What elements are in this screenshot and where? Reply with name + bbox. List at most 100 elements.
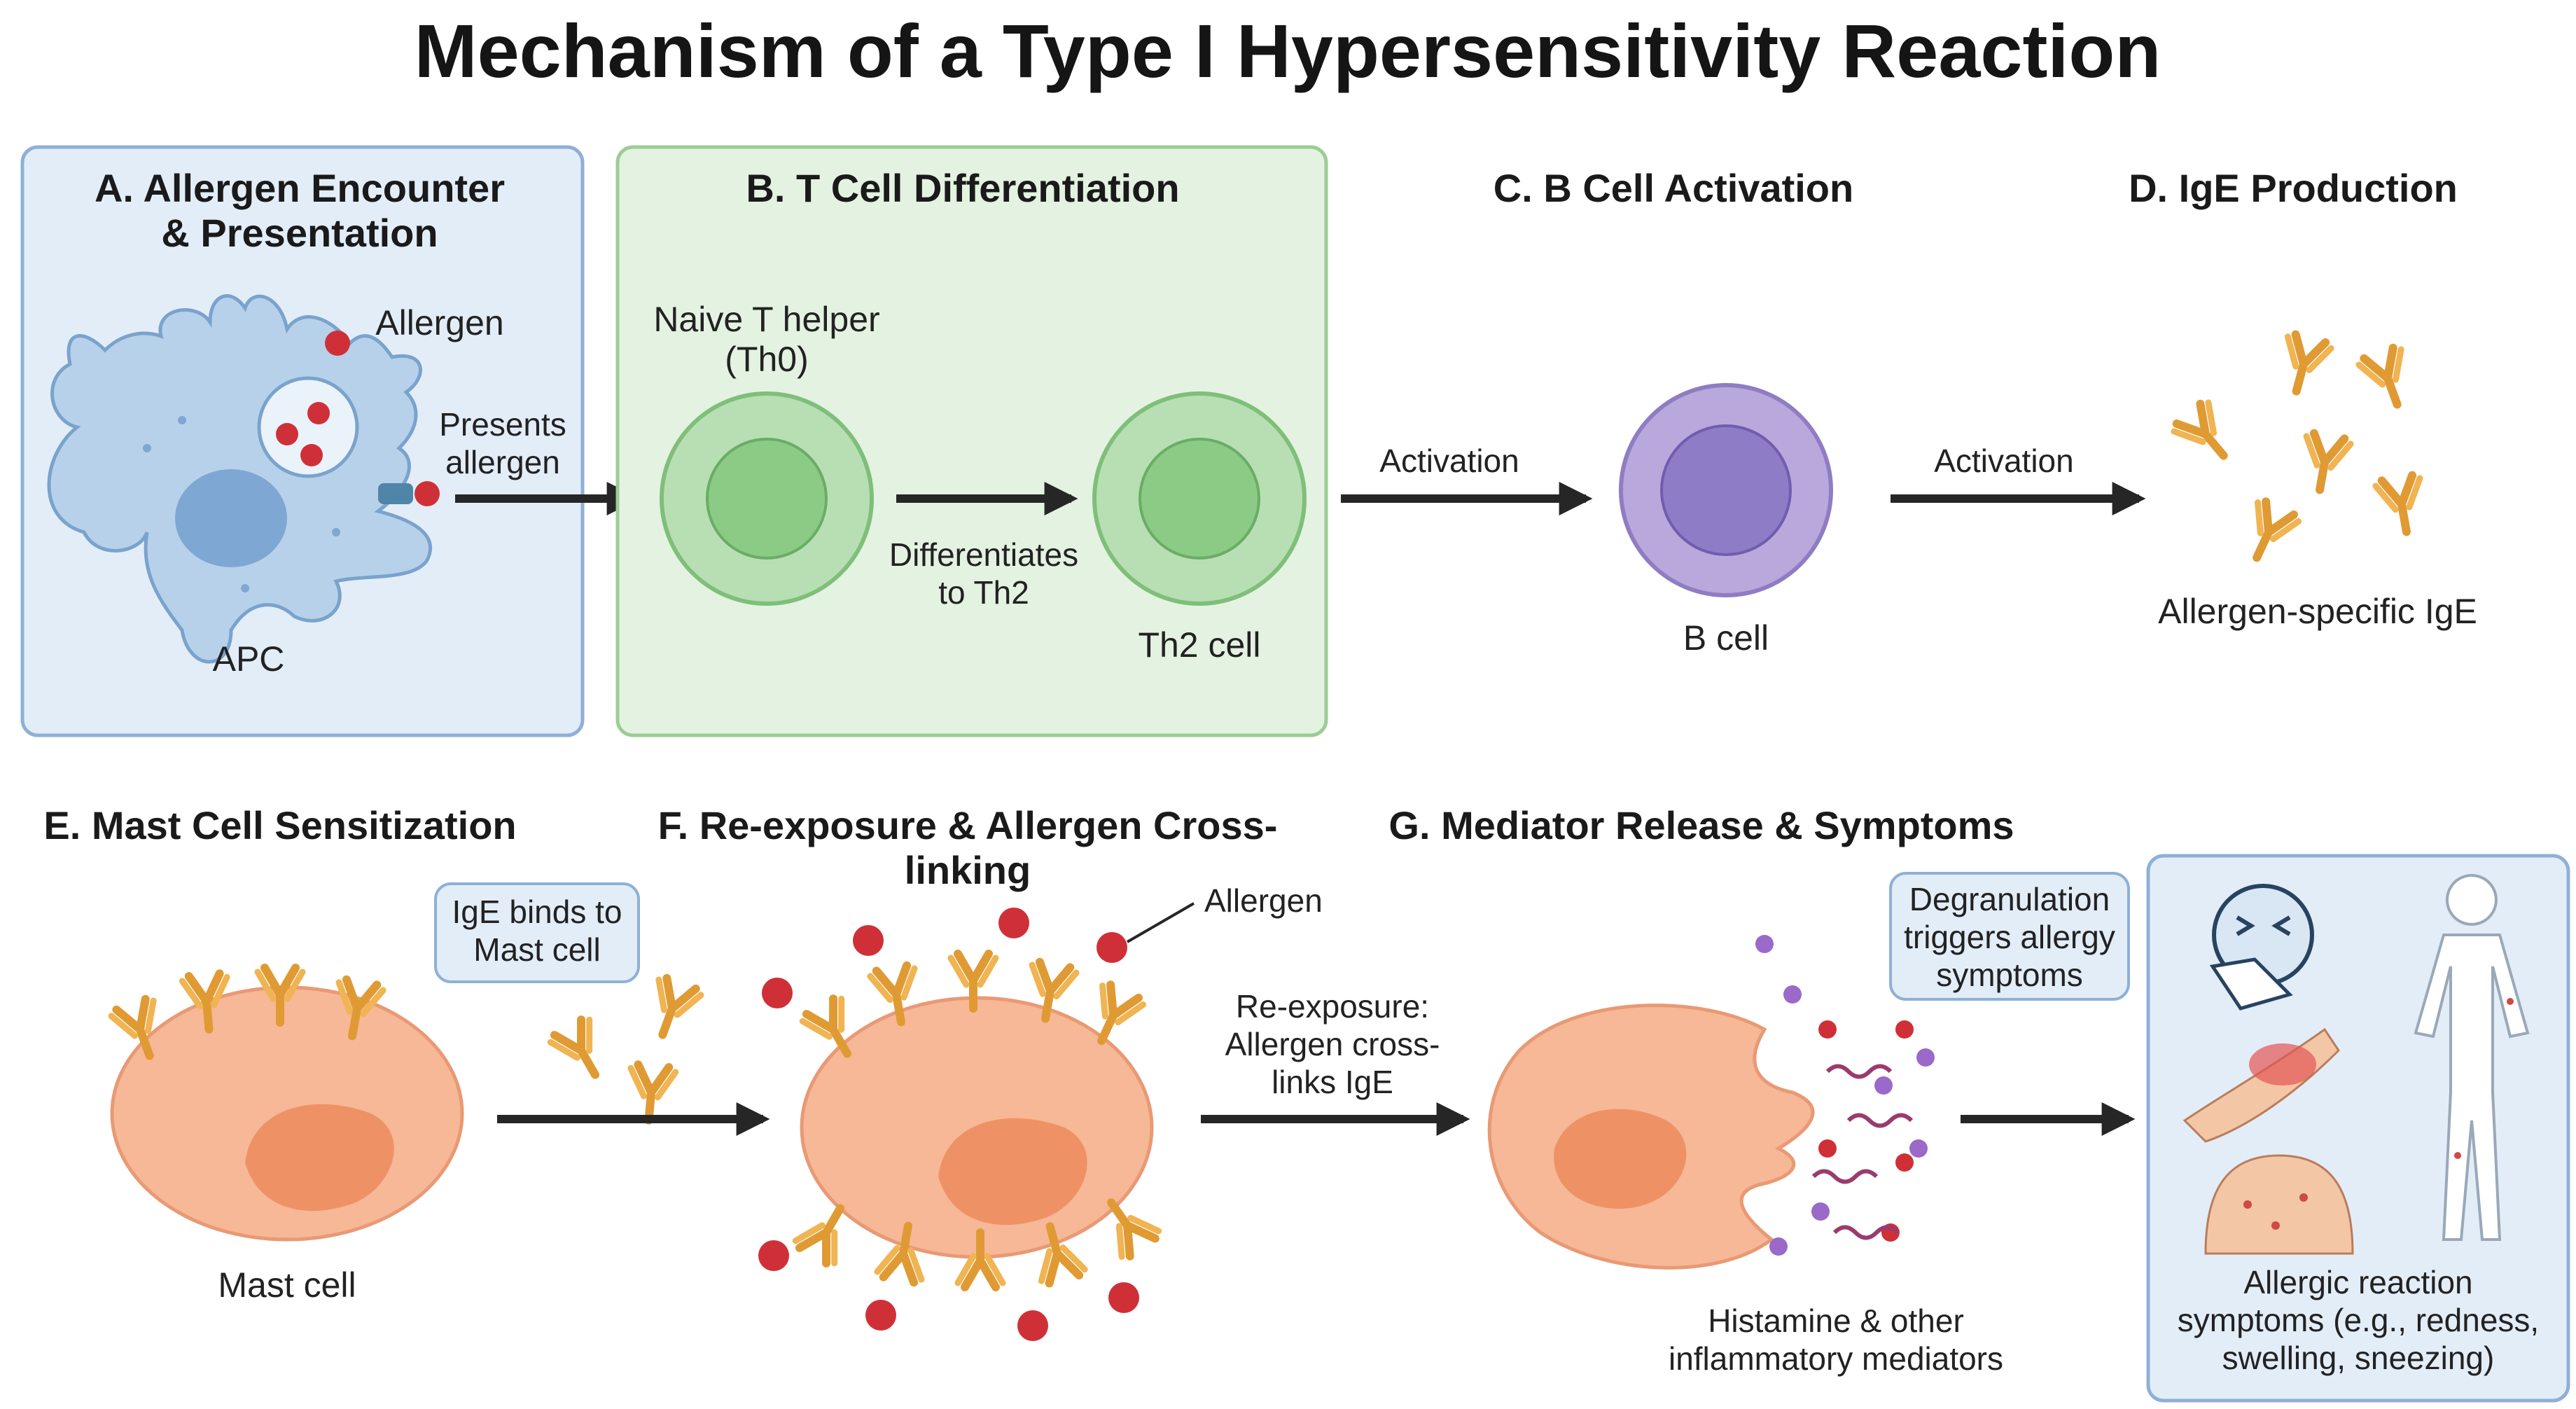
apc-granule xyxy=(241,584,249,592)
callout-box-e xyxy=(434,882,640,983)
allergen-particle xyxy=(276,423,298,445)
rash-dot xyxy=(2271,1221,2280,1230)
rash-dot xyxy=(2243,1200,2252,1209)
apc-granule xyxy=(332,528,340,536)
b-cell-label: B cell xyxy=(1683,618,1769,658)
allergen-particle xyxy=(1096,932,1127,963)
apc-granule xyxy=(178,416,186,424)
naive-label: Naive T helper xyxy=(653,300,879,339)
ige-antibody xyxy=(2298,432,2352,494)
callout-g-line3: symptoms xyxy=(1936,957,2083,993)
mediator-granule xyxy=(1895,1153,1914,1172)
panel-e: E. Mast Cell Sensitization IgE binds to … xyxy=(43,803,702,1305)
apc-granule xyxy=(143,444,151,452)
allergen-particle xyxy=(853,925,884,956)
mediator-granule xyxy=(1909,1139,1928,1158)
mediator-granule xyxy=(1783,985,1802,1004)
differentiates-label: Differentiates xyxy=(889,536,1078,573)
activation-label-d: Activation xyxy=(1934,443,2073,479)
panel-a-heading: A. Allergen Encounter xyxy=(95,166,505,210)
ige-antibody xyxy=(2171,399,2241,470)
allergen-particle xyxy=(307,402,330,424)
mediators-label: Histamine & other xyxy=(1708,1303,1964,1339)
panel-f-heading: F. Re-exposure & Allergen Cross- xyxy=(658,803,1278,847)
mediator-granule xyxy=(1769,1237,1788,1256)
ige-antibody xyxy=(2275,333,2332,397)
reexposure-label-line2: Allergen cross- xyxy=(1225,1026,1440,1062)
rash-dot xyxy=(2507,998,2514,1005)
mediator-granule xyxy=(1818,1020,1837,1039)
panel-f: F. Re-exposure & Allergen Cross- linking… xyxy=(658,803,1323,1341)
allergen-particle xyxy=(762,978,793,1008)
panel-b-heading: B. T Cell Differentiation xyxy=(746,166,1179,210)
allergen-particle xyxy=(1108,1282,1139,1313)
presented-allergen xyxy=(415,481,440,506)
differentiates-label-line2: to Th2 xyxy=(938,574,1029,611)
mediator-granule xyxy=(1818,1139,1837,1158)
mediator-granule xyxy=(1811,1202,1830,1221)
body-outline-icon xyxy=(2414,874,2530,1241)
presents-label: Presents xyxy=(439,406,566,443)
callout-box-g xyxy=(1889,872,2130,1001)
callout-e: IgE binds to xyxy=(452,894,622,930)
symptoms-label-line3: swelling, sneezing) xyxy=(2222,1340,2495,1376)
allergen-pointer xyxy=(1126,902,1195,943)
rash-dot xyxy=(2454,1152,2461,1159)
mediator-wave xyxy=(1811,1169,1879,1184)
free-ige xyxy=(548,1016,614,1086)
mast-nucleus xyxy=(245,1104,394,1212)
torso-icon xyxy=(2204,1154,2354,1255)
allergen-label-f: Allergen xyxy=(1204,882,1323,919)
panel-e-heading: E. Mast Cell Sensitization xyxy=(43,803,516,847)
apc-nucleus xyxy=(175,469,287,567)
apc-label: APC xyxy=(213,639,285,679)
allergen-particle xyxy=(758,1240,789,1271)
ige-antibody xyxy=(2236,499,2300,567)
mast-nucleus-g xyxy=(1554,1109,1687,1209)
rash-dot xyxy=(2299,1193,2308,1202)
reexposure-label-line3: links IgE xyxy=(1272,1064,1393,1100)
allergen-label: Allergen xyxy=(375,303,503,342)
th2-label: Th2 cell xyxy=(1138,625,1260,665)
sneezing-face-eyes xyxy=(2236,915,2291,936)
activation-label-c: Activation xyxy=(1379,443,1519,479)
panel-g-heading: G. Mediator Release & Symptoms xyxy=(1388,803,2014,847)
allergen-particle xyxy=(1017,1310,1048,1341)
naive-t-nucleus xyxy=(706,438,828,560)
panel-a: A. Allergen Encounter & Presentation All… xyxy=(20,145,585,737)
callout-e-line2: Mast cell xyxy=(473,931,600,968)
panel-c: C. B Cell Activation B cell xyxy=(1494,166,1853,658)
allergen-particle xyxy=(865,1300,896,1331)
panel-f-heading-line2: linking xyxy=(905,848,1031,892)
panel-d: D. IgE Production Allergen-specific IgE xyxy=(2129,166,2477,631)
mediator-granule xyxy=(1895,1020,1914,1039)
ige-antibody xyxy=(2375,474,2429,536)
panel-b: B. T Cell Differentiation Naive T helper… xyxy=(615,145,1328,737)
symptoms-panel: Allergic reaction symptoms (e.g., rednes… xyxy=(2146,854,2570,1403)
free-ige xyxy=(641,976,702,1042)
redness-patch xyxy=(2249,1043,2316,1085)
page-title: Mechanism of a Type I Hypersensitivity R… xyxy=(415,8,2161,93)
b-cell-nucleus xyxy=(1660,424,1792,556)
callout-g: Degranulation xyxy=(1909,881,2110,917)
endosome xyxy=(257,376,359,478)
symptoms-label: Allergic reaction xyxy=(2243,1264,2472,1300)
mediator-granule xyxy=(1916,1048,1935,1067)
panel-a-heading-line2: & Presentation xyxy=(161,211,438,255)
free-ige xyxy=(627,1064,676,1122)
mediator-granule xyxy=(1874,1076,1893,1095)
symptoms-label-line2: symptoms (e.g., redness, xyxy=(2178,1302,2539,1338)
mast-nucleus-f xyxy=(938,1118,1087,1226)
mhc-receptor xyxy=(378,483,413,504)
tissue-icon xyxy=(2209,957,2293,1011)
mediator-wave xyxy=(1832,1225,1900,1240)
allergen-particle xyxy=(300,444,323,466)
mediator-wave xyxy=(1846,1113,1914,1128)
panel-d-heading: D. IgE Production xyxy=(2129,166,2458,210)
panel-g: G. Mediator Release & Symptoms Degranula… xyxy=(1388,803,2130,1377)
th2-nucleus xyxy=(1139,438,1260,560)
ige-label: Allergen-specific IgE xyxy=(2158,592,2477,631)
mediator-wave xyxy=(1825,1064,1893,1079)
mediator-granule xyxy=(1755,935,1774,953)
